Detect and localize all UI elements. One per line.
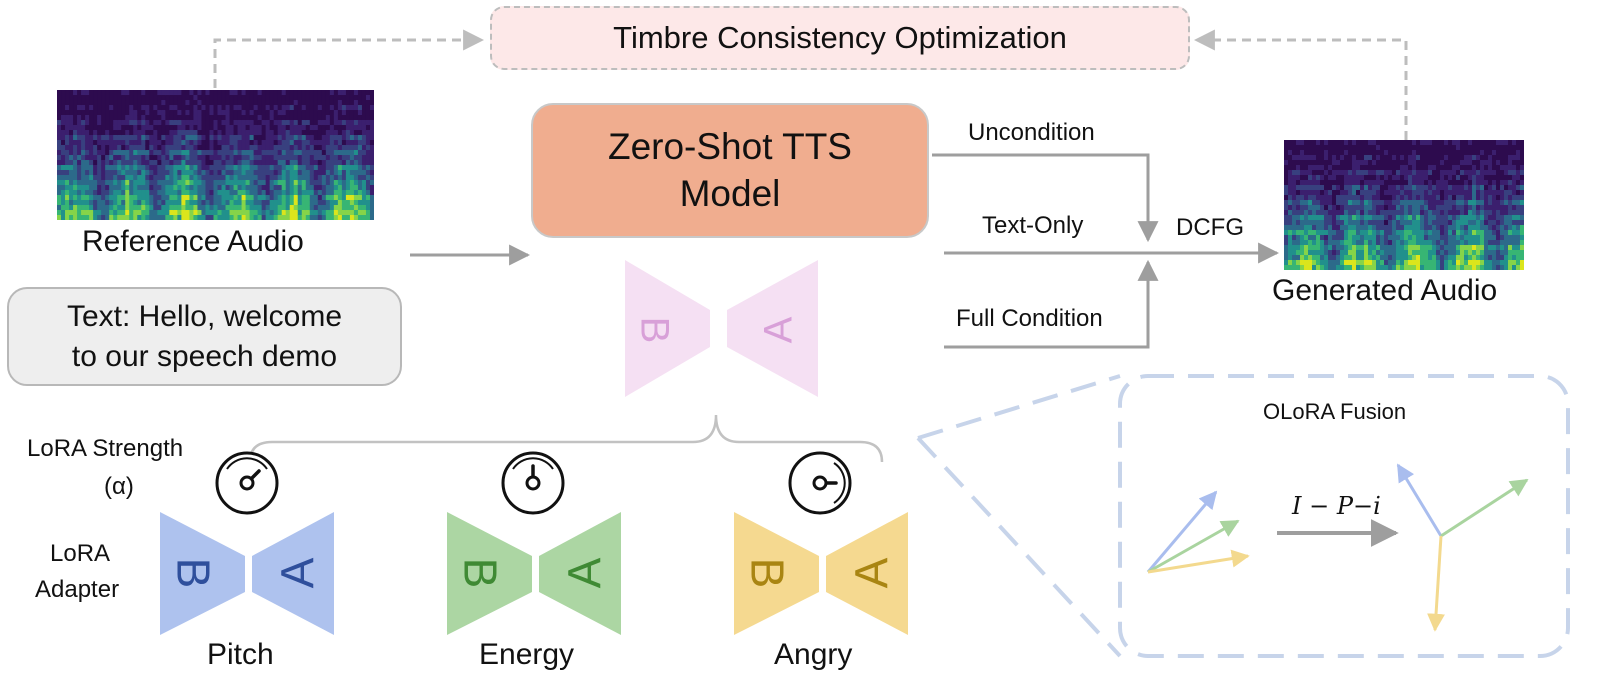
energy-adapter-name: Energy xyxy=(479,638,575,671)
vector-green-before xyxy=(1147,519,1240,574)
energy-lora-adapter xyxy=(447,512,621,635)
text-input-line2: to our speech demo xyxy=(71,339,338,373)
fusion-zoom-line-lower xyxy=(916,436,1122,658)
vector-blue-after xyxy=(1396,463,1443,537)
text-only-label: Text-Only xyxy=(982,212,1084,239)
dcfg-label: DCFG xyxy=(1176,214,1244,241)
lora-adapter-label-line2: Adapter xyxy=(35,576,120,603)
reference-spectrogram xyxy=(57,90,374,220)
lora-strength-label-line1: LoRA Strength xyxy=(27,435,184,462)
energy-strength-dial[interactable] xyxy=(501,451,565,515)
center-adapter-b-letter: B xyxy=(632,316,677,344)
uncondition-label: Uncondition xyxy=(968,119,1095,146)
adapter-group-brace xyxy=(248,414,884,463)
tts-model-box: Zero-Shot TTS Model xyxy=(531,103,929,238)
angry-strength-dial[interactable] xyxy=(788,451,852,515)
olora-fusion-box xyxy=(1118,374,1570,658)
model-title-line2: Model xyxy=(679,172,781,214)
timbre-arrow-from-generated xyxy=(1193,29,1408,140)
center-lora-adapter xyxy=(625,260,818,397)
pitch-lora-adapter xyxy=(160,512,334,635)
text-input-box: Text: Hello, welcome to our speech demo xyxy=(7,287,402,386)
center-adapter-a-letter: A xyxy=(756,316,801,344)
model-title-line1: Zero-Shot TTS xyxy=(607,126,852,168)
uncondition-line xyxy=(932,153,1159,243)
projection-operator-label: I − P−i xyxy=(1292,492,1381,520)
pitch-adapter-a-letter: A xyxy=(271,557,324,589)
full-condition-label: Full Condition xyxy=(956,305,1103,332)
reference-audio-label: Reference Audio xyxy=(82,225,304,258)
angry-lora-adapter xyxy=(734,512,908,635)
vector-yellow-after xyxy=(1427,535,1446,632)
angry-adapter-name: Angry xyxy=(774,638,853,671)
timbre-consistency-label: Timbre Consistency Optimization xyxy=(613,20,1067,55)
pitch-strength-dial[interactable] xyxy=(215,451,279,515)
full-condition-line xyxy=(944,259,1159,349)
angry-adapter-a-letter: A xyxy=(845,557,898,589)
timbre-consistency-box: Timbre Consistency Optimization xyxy=(490,6,1190,70)
energy-adapter-a-letter: A xyxy=(558,557,611,589)
timbre-arrow-from-reference xyxy=(213,29,485,88)
generated-audio-label: Generated Audio xyxy=(1272,274,1498,307)
energy-adapter-b-letter: B xyxy=(454,557,507,589)
pitch-adapter-b-letter: B xyxy=(167,557,220,589)
vector-blue-before xyxy=(1146,490,1218,573)
text-input-line1: Text: Hello, welcome xyxy=(66,299,343,333)
vector-yellow-before xyxy=(1147,549,1250,574)
olora-fusion-title: OLoRA Fusion xyxy=(1263,399,1407,424)
angry-adapter-b-letter: B xyxy=(741,557,794,589)
generated-spectrogram xyxy=(1284,140,1524,270)
lora-adapter-label-line1: LoRA xyxy=(50,540,111,567)
pitch-adapter-name: Pitch xyxy=(207,638,274,671)
lora-strength-label-line2: (α) xyxy=(104,473,134,500)
vector-green-after xyxy=(1440,478,1529,538)
fusion-zoom-line-upper xyxy=(917,374,1121,440)
